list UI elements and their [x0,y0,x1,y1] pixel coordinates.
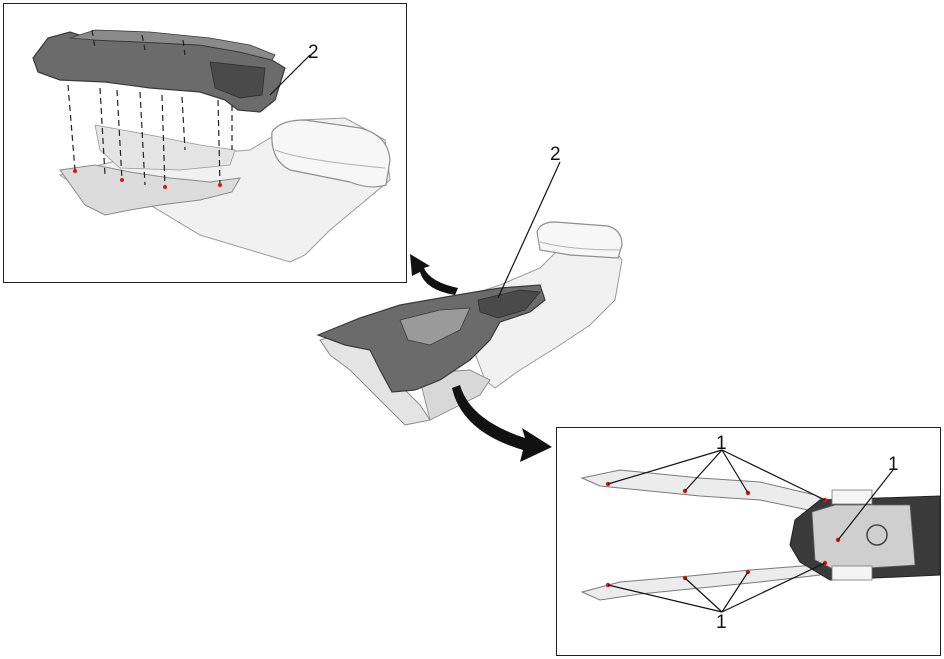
lower-bracket-top-detail [59,164,241,216]
armrest-top-detail [271,119,391,188]
upper-rail [580,469,831,513]
curved-arrow-icon [410,254,458,295]
curved-arrow-icon [452,385,552,462]
callout-center-part: 2 [550,144,561,165]
callout-top-panel-part: 2 [308,42,319,63]
callout-bottom-upper: 1 [716,433,727,454]
bottom-detail-group: 1 1 1 [580,433,941,633]
armrest-center [536,221,623,259]
lower-rail [580,559,832,601]
top-detail-group: 2 [32,29,391,263]
callout-bottom-lower: 1 [716,612,727,633]
installation-guide-lines [67,29,233,189]
clip-marker-icon [73,169,222,189]
center-console-assembly: 2 [316,144,623,426]
callout-bottom-right: 1 [888,454,899,475]
